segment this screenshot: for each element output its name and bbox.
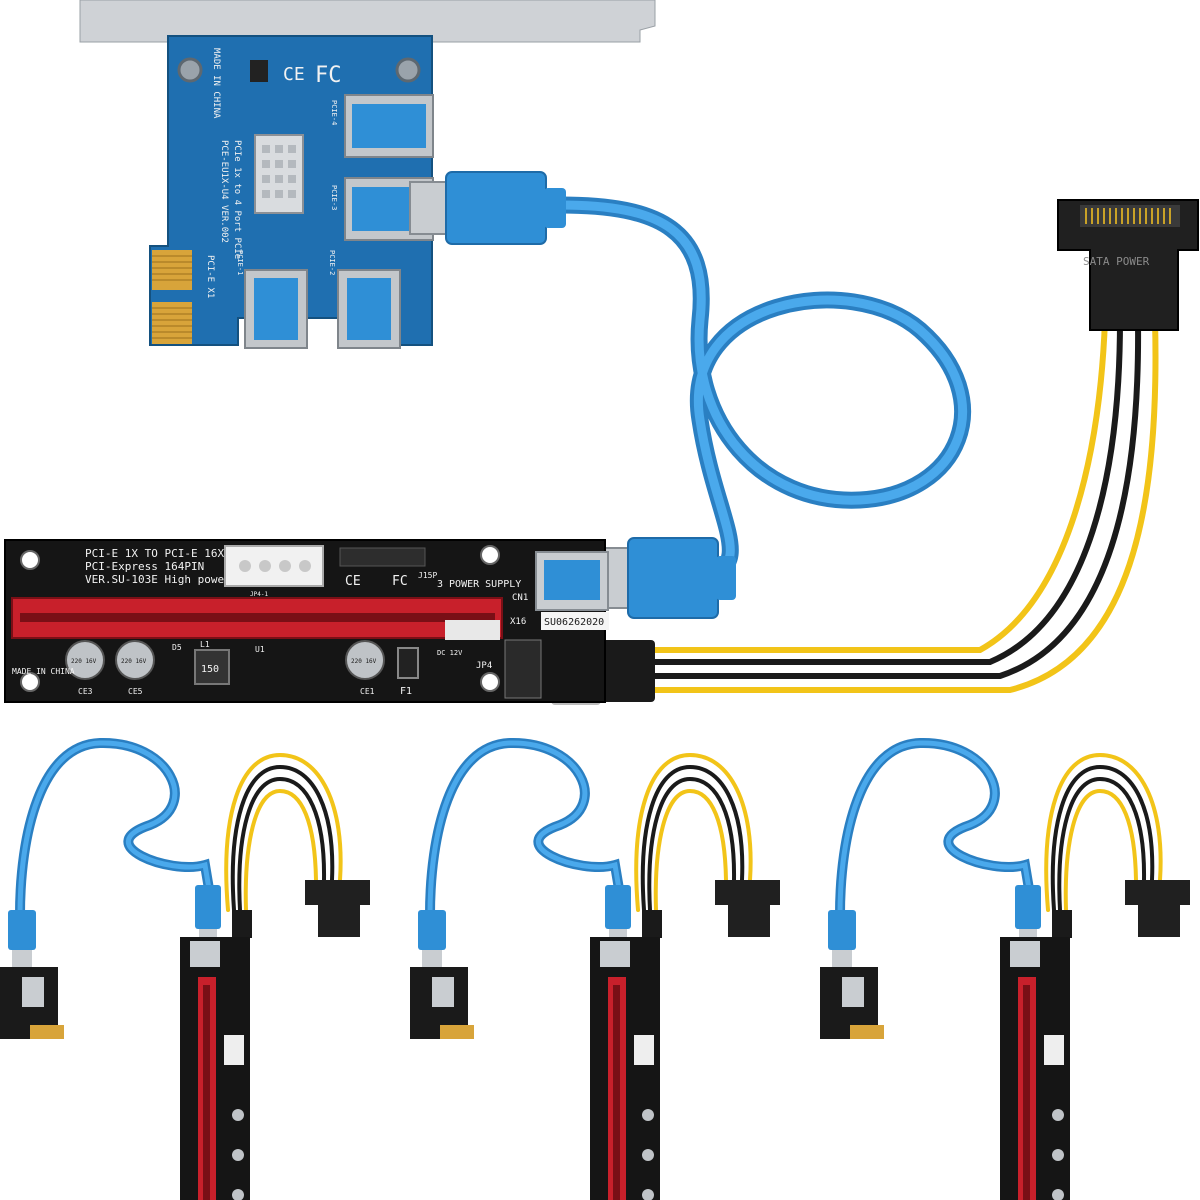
usb-port-pcie-1 — [244, 269, 308, 349]
cap-value-ce3: 220 16V — [71, 658, 97, 665]
usb-port-pcie-4 — [344, 94, 434, 158]
mounting-bracket — [79, 0, 656, 43]
riser-ce5-label: CE5 — [128, 687, 143, 696]
sata-header — [339, 547, 426, 567]
cap-value-ce5: 220 16V — [121, 658, 147, 665]
inductor-l1 — [194, 649, 230, 685]
riser-ce1-label: CE1 — [360, 687, 375, 696]
chip — [250, 60, 268, 82]
riser-l1: L1 — [200, 640, 210, 649]
riser-jp4: JP4 — [476, 661, 492, 671]
sata-power-cable: SATA POWER — [551, 199, 1199, 705]
riser-fc-mark: FC — [392, 574, 408, 589]
riser-j15p: J15P — [418, 571, 437, 580]
riser-x16: X16 — [510, 617, 526, 627]
usb-plug-top — [445, 171, 547, 245]
riser-board: PCI-E 1X TO PCI-E 16X PCI-Express 164PIN… — [4, 539, 609, 703]
usb-port-pcie-2 — [337, 269, 401, 349]
riser-u1: U1 — [255, 645, 265, 654]
gold-fingers — [152, 250, 192, 344]
capacitor-ce5 — [115, 640, 155, 680]
riser-f1: F1 — [400, 686, 412, 697]
port-label-pcie-4: PCIE-4 — [330, 100, 338, 125]
port-label-pcie-3: PCIE-3 — [330, 185, 338, 210]
heatsink — [254, 134, 304, 214]
ce-mark: CE — [283, 64, 305, 85]
capacitor-ce1 — [345, 640, 385, 680]
riser-power-supply: 3 POWER SUPPLY — [437, 579, 521, 590]
riser-dc12v: DC 12V — [437, 649, 463, 657]
usb-plug-bottom — [627, 537, 719, 619]
riser-made-in-china: MADE IN CHINA — [12, 667, 75, 676]
pcie-adapter-card: FC CE MADE IN CHINA PCIe 1x to 4 Port PC… — [79, 0, 656, 349]
adapter-model-line3: PCI-E X1 — [205, 255, 215, 298]
made-in-china-label: MADE IN CHINA — [211, 48, 221, 119]
capacitor-ce3 — [65, 640, 105, 680]
riser-d5: D5 — [172, 643, 182, 652]
kit-set-1 — [0, 743, 370, 1200]
port-label-pcie-1: PCIE-1 — [236, 250, 244, 275]
kit-set-3 — [820, 743, 1190, 1200]
fc-mark: FC — [315, 63, 342, 88]
cap-value-ce1: 220 16V — [351, 658, 377, 665]
riser-title-line2: PCI-Express 164PIN — [85, 560, 204, 573]
riser-jp4-1: JP4-1 — [250, 591, 268, 598]
riser-ce-mark: CE — [345, 574, 361, 589]
molex-connector — [224, 545, 324, 587]
fuse-f1 — [397, 647, 419, 679]
usb-cable — [409, 171, 971, 619]
sata-connector — [1057, 199, 1199, 331]
usb-plug-top-metal — [409, 181, 449, 235]
riser-serial: SU06262020 — [544, 617, 604, 628]
port-label-pcie-2: PCIE-2 — [328, 250, 336, 275]
riser-cn1: CN1 — [512, 593, 528, 603]
riser-inductor-value: 150 — [201, 664, 219, 675]
riser-title-line3: VER.SU-103E High power — [85, 573, 231, 586]
screw-hole — [395, 57, 421, 83]
adapter-model-line1: PCIe 1x to 4 Port PCIe — [232, 140, 242, 259]
screw-hole — [177, 57, 203, 83]
riser-title-line1: PCI-E 1X TO PCI-E 16X — [85, 547, 224, 560]
riser-ce3-label: CE3 — [78, 687, 93, 696]
kit-set-2 — [410, 743, 780, 1200]
sata-power-label: SATA POWER — [1083, 255, 1150, 268]
six-pin-connector — [595, 640, 655, 702]
adapter-model-line2: PCE-EU1X-U4 VER.002 — [219, 140, 229, 243]
